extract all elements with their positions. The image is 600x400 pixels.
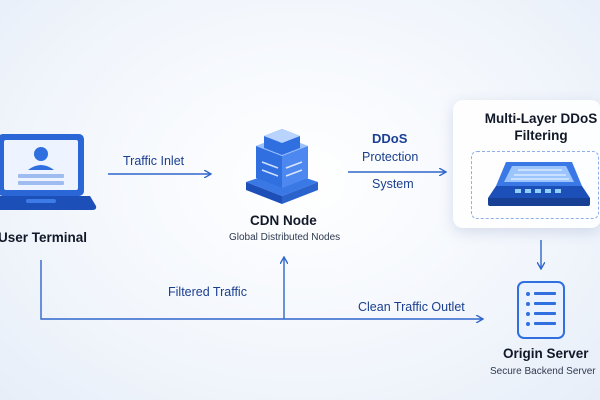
edge-label-protection: Protection	[362, 150, 419, 164]
origin-server-title: Origin Server	[503, 346, 589, 361]
ddos-filter-title-line1: Multi-Layer DDoS	[484, 111, 598, 126]
edge-label-clean-traffic: Clean Traffic Outlet	[358, 300, 465, 314]
edge-label-filtered-traffic: Filtered Traffic	[168, 285, 247, 299]
laptop-icon	[0, 134, 97, 210]
edge-label-ddos: DDoS	[372, 131, 408, 146]
filter-appliance-icon	[488, 162, 590, 206]
cdn-node-title: CDN Node	[250, 213, 317, 228]
server-stack-icon	[246, 129, 318, 204]
user-terminal-title: User Terminal	[0, 230, 88, 245]
edge-label-system: System	[372, 177, 414, 191]
origin-server-subtitle: Secure Backend Server	[490, 366, 596, 377]
edge-clean-traffic	[40, 260, 482, 319]
server-document-icon	[517, 281, 565, 339]
ddos-filter-title-line2: Filtering	[514, 128, 568, 143]
cdn-node-subtitle: Global Distributed Nodes	[229, 232, 341, 243]
ddos-filter-inner-frame	[471, 151, 599, 219]
edge-label-traffic-inlet: Traffic Inlet	[123, 154, 185, 168]
